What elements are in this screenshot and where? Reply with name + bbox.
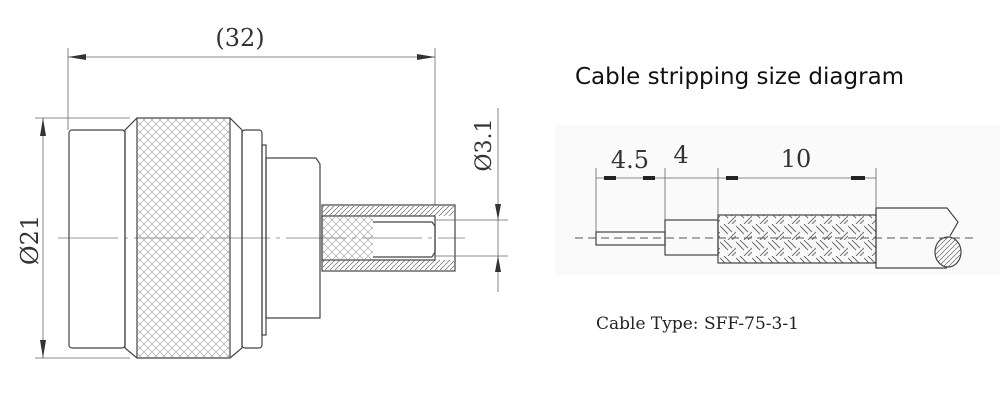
length-dimension: (32) <box>215 24 264 52</box>
body-diameter-dimension: Ø21 <box>16 215 44 265</box>
dim-braid-length: 10 <box>781 145 812 173</box>
dim-dielectric-length: 4 <box>673 141 688 169</box>
dim-conductor-length: 4.5 <box>611 146 649 174</box>
connector-drawing <box>35 48 508 359</box>
stripping-diagram <box>555 125 1000 275</box>
stripping-title: Cable stripping size diagram <box>575 64 905 90</box>
cable-type-label: Cable Type: SFF-75-3-1 <box>596 314 799 334</box>
pin-diameter-dimension: Ø3.1 <box>472 118 497 171</box>
